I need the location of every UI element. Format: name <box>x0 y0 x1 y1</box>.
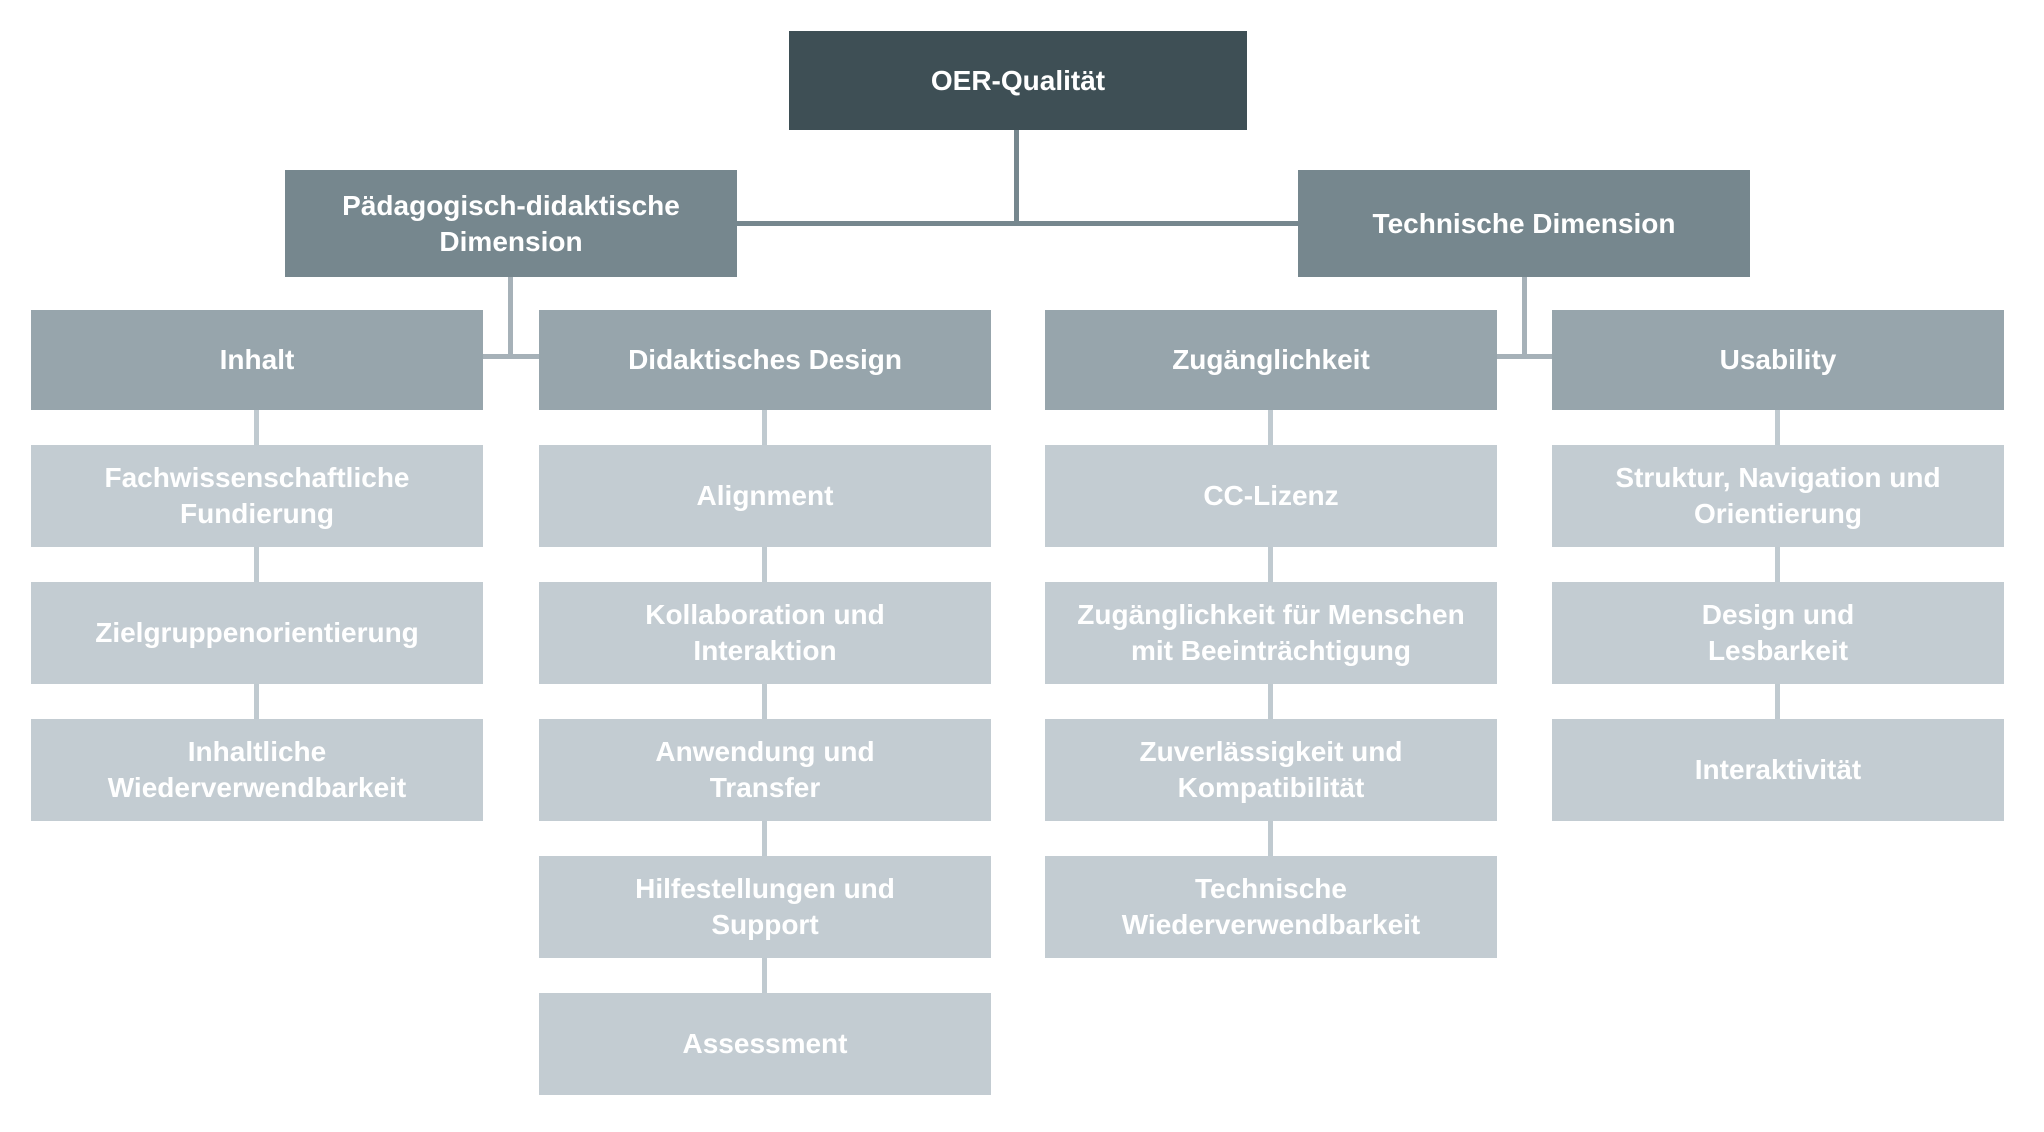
node-anwendung-und-transfer: Anwendung und Transfer <box>539 719 991 821</box>
connector-column3 <box>1775 684 1780 719</box>
node-design-und-lesbarkeit: Design und Lesbarkeit <box>1552 582 2004 684</box>
connector-dimension1-vertical <box>1522 277 1527 359</box>
node-technische-wiederverwendbarkeit: Technische Wiederverwendbarkeit <box>1045 856 1497 958</box>
node-fachwissenschaftliche-fundierung: Fachwissenschaftliche Fundierung <box>31 445 483 547</box>
node-paedagogisch-didaktische-dimension: Pädagogisch-didaktische Dimension <box>285 170 737 277</box>
node-technische-dimension: Technische Dimension <box>1298 170 1750 277</box>
connector-column0 <box>254 684 259 719</box>
node-zugaenglichkeit: Zugänglichkeit <box>1045 310 1497 410</box>
connector-column1 <box>762 684 767 719</box>
node-struktur-navigation-und-orientierung: Struktur, Navigation und Orientierung <box>1552 445 2004 547</box>
connector-column2 <box>1268 821 1273 856</box>
node-oer-qualitaet: OER-Qualität <box>789 31 1247 130</box>
connector-column3 <box>1775 410 1780 445</box>
node-kollaboration-und-interaktion: Kollaboration und Interaktion <box>539 582 991 684</box>
node-assessment: Assessment <box>539 993 991 1095</box>
connector-column1 <box>762 547 767 582</box>
connector-column0 <box>254 410 259 445</box>
node-inhalt: Inhalt <box>31 310 483 410</box>
connector-column2 <box>1268 410 1273 445</box>
connector-dimension0-horizontal <box>483 354 539 359</box>
connector-column3 <box>1775 547 1780 582</box>
connector-root-vertical <box>1014 130 1019 221</box>
node-zugaenglichkeit-fuer-menschen-mit-beeintraechtigung: Zugänglichkeit für Menschen mit Beeinträ… <box>1045 582 1497 684</box>
connector-column1 <box>762 410 767 445</box>
node-cc-lizenz: CC-Lizenz <box>1045 445 1497 547</box>
connector-column0 <box>254 547 259 582</box>
connector-root-horizontal <box>737 221 1298 226</box>
node-hilfestellungen-und-support: Hilfestellungen und Support <box>539 856 991 958</box>
node-usability: Usability <box>1552 310 2004 410</box>
node-zuverlaessigkeit-und-kompatibilitaet: Zuverlässigkeit und Kompatibilität <box>1045 719 1497 821</box>
connector-dimension1-horizontal <box>1497 354 1552 359</box>
node-zielgruppenorientierung: Zielgruppenorientierung <box>31 582 483 684</box>
connector-dimension0-vertical <box>508 277 513 359</box>
node-interaktivitaet: Interaktivität <box>1552 719 2004 821</box>
connector-column2 <box>1268 684 1273 719</box>
connector-column1 <box>762 958 767 993</box>
connector-column2 <box>1268 547 1273 582</box>
node-alignment: Alignment <box>539 445 991 547</box>
node-didaktisches-design: Didaktisches Design <box>539 310 991 410</box>
node-inhaltliche-wiederverwendbarkeit: Inhaltliche Wiederverwendbarkeit <box>31 719 483 821</box>
connector-column1 <box>762 821 767 856</box>
